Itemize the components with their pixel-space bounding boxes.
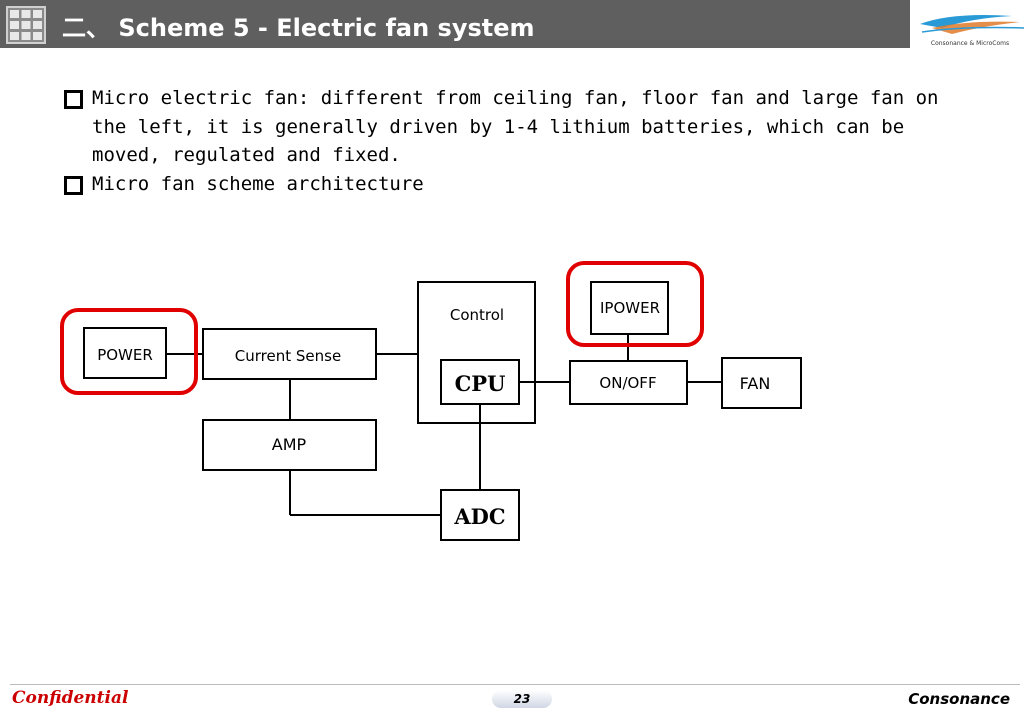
highlight-power-left [60, 308, 198, 395]
amp-label: AMP [272, 435, 307, 454]
cpu-label: CPU [455, 371, 506, 396]
brand-label: Consonance [908, 690, 1010, 708]
highlight-power-right [566, 261, 704, 347]
amp-box [202, 419, 377, 471]
adc-box [440, 489, 520, 541]
page-number: 23 [492, 690, 552, 708]
on-off-box [569, 360, 688, 405]
bullet-item: Micro fan scheme architecture [62, 170, 982, 199]
checkbox-bullet-icon [64, 175, 83, 195]
fan-box [721, 357, 802, 409]
control-label: Control [450, 306, 504, 324]
confidential-label: Confidential [12, 688, 129, 708]
company-logo: Consonance & MicroComs [912, 2, 1028, 48]
adc-label: ADC [453, 504, 505, 529]
current-sense-label: Current Sense [235, 347, 341, 365]
bullet-text: Micro electric fan: different from ceili… [92, 87, 939, 166]
title-bar: 二、 Scheme 5 - Electric fan system [0, 0, 910, 48]
on-off-label: ON/OFF [599, 374, 656, 392]
bullet-list: Micro electric fan: different from ceili… [62, 84, 982, 198]
power-left-box [83, 327, 167, 379]
power-left-label: POWER [97, 346, 153, 364]
control-box [417, 281, 536, 424]
footer-divider [10, 684, 1020, 685]
current-sense-box [202, 328, 377, 380]
cpu-box [440, 359, 520, 405]
grid-menu-icon [6, 6, 46, 44]
page-title: 二、 Scheme 5 - Electric fan system [62, 14, 535, 42]
power-right-label: IPOWER [600, 299, 660, 317]
power-right-box [590, 281, 669, 335]
bullet-item: Micro electric fan: different from ceili… [62, 84, 982, 170]
logo-graphic [920, 15, 1025, 34]
fan-label: FAN [740, 374, 771, 393]
logo-text: Consonance & MicroComs [930, 40, 1010, 47]
checkbox-bullet-icon [64, 90, 83, 109]
bullet-text: Micro fan scheme architecture [92, 172, 424, 195]
